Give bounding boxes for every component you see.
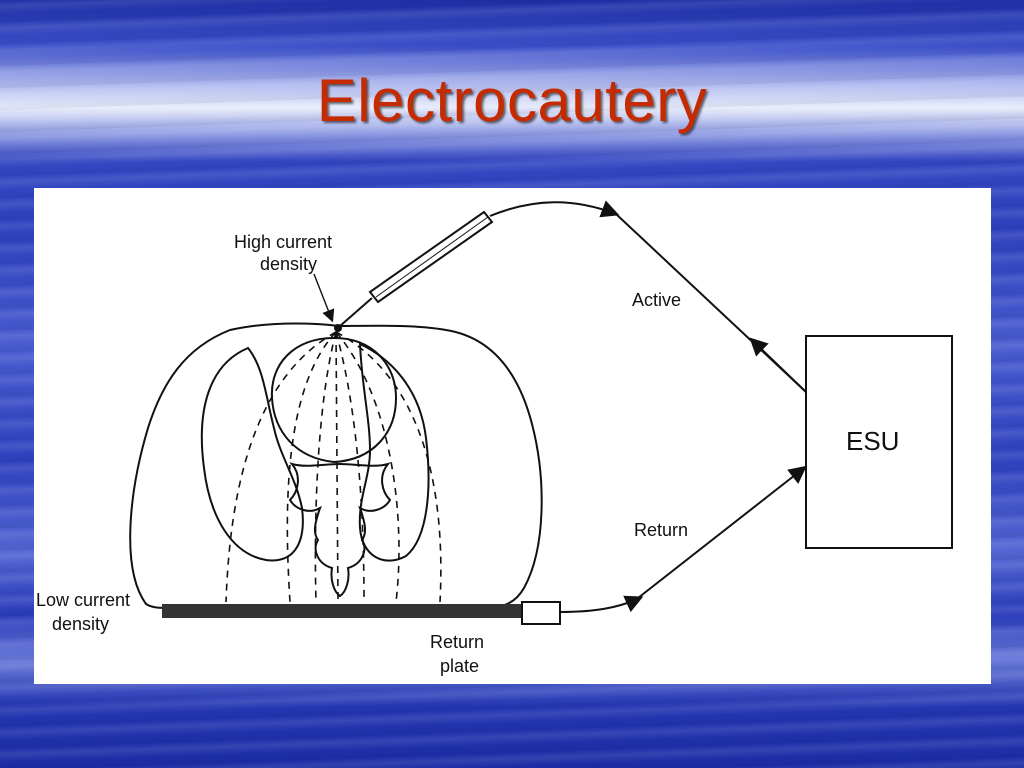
electrocautery-diagram: High current density Low current density… bbox=[36, 200, 953, 676]
esu-box bbox=[805, 335, 953, 549]
label-high-current-density: density bbox=[260, 254, 317, 274]
label-return: Return bbox=[634, 520, 688, 540]
return-cable bbox=[559, 595, 644, 613]
label-return-plate: Return bbox=[430, 632, 484, 652]
return-plate bbox=[162, 604, 522, 618]
right-lung bbox=[358, 342, 430, 562]
active-mid-arrow bbox=[749, 337, 807, 393]
plate-connector bbox=[521, 601, 561, 625]
active-cable bbox=[489, 200, 620, 218]
heart bbox=[270, 336, 398, 464]
active-electrode bbox=[334, 210, 494, 332]
esu-label: ESU bbox=[846, 426, 899, 456]
diagram-panel: High current density Low current density… bbox=[34, 188, 991, 684]
label-active: Active bbox=[632, 290, 681, 310]
high-density-pointer bbox=[313, 273, 335, 323]
label-low-current-density: density bbox=[52, 614, 109, 634]
body-outline bbox=[129, 322, 543, 609]
left-lung bbox=[200, 346, 304, 562]
slide-title: Electrocautery bbox=[316, 67, 708, 134]
label-low-current: Low current bbox=[36, 590, 130, 610]
label-return-plate-2: plate bbox=[440, 656, 479, 676]
current-lines bbox=[225, 331, 442, 603]
return-cable-segment bbox=[637, 465, 807, 599]
spine bbox=[288, 462, 392, 598]
label-high-current: High current bbox=[234, 232, 332, 252]
